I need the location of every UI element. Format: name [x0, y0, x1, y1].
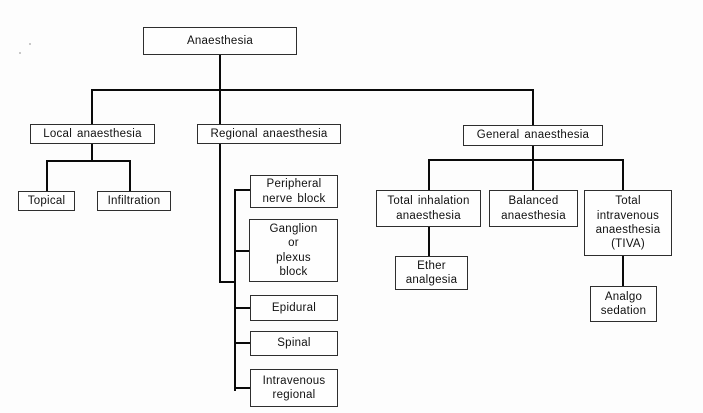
- node-label: Anaesthesia: [186, 34, 254, 47]
- connector-general-branch: [428, 159, 624, 161]
- node-infiltration: Infiltration: [97, 191, 171, 211]
- connector-drop-infiltration: [129, 160, 131, 192]
- connector-level1-branch: [91, 89, 534, 91]
- node-analgo-sedation: Analgo sedation: [590, 286, 657, 322]
- node-ganglion-plexus-block: Ganglion or plexus block: [249, 219, 338, 282]
- node-balanced-anaesthesia: Balanced anaesthesia: [489, 190, 578, 227]
- connector-tiva-to-analgo: [622, 255, 624, 287]
- connector-stub-iv-regional: [234, 387, 251, 389]
- node-local-anaesthesia: Local anaesthesia: [30, 124, 155, 144]
- node-label: Total intravenous anaesthesia (TIVA): [595, 195, 661, 251]
- node-label: Spinal: [277, 337, 311, 350]
- node-intravenous-regional: Intravenous regional: [250, 369, 338, 407]
- connector-local-branch: [46, 160, 131, 162]
- connector-root-drop: [219, 54, 221, 91]
- node-epidural: Epidural: [250, 295, 338, 321]
- node-regional-anaesthesia: Regional anaesthesia: [197, 124, 341, 144]
- node-tiva: Total intravenous anaesthesia (TIVA): [584, 190, 672, 256]
- connector-local-down: [91, 143, 93, 162]
- connector-drop-topical: [46, 160, 48, 192]
- connector-drop-local: [91, 89, 93, 125]
- connector-stub-ganglion: [234, 250, 251, 252]
- scan-speck: [19, 52, 21, 54]
- node-label: Epidural: [271, 301, 317, 314]
- connector-drop-balanced: [532, 159, 534, 191]
- connector-drop-regional: [219, 89, 221, 125]
- scan-speck: [29, 43, 31, 45]
- connector-general-down: [532, 145, 534, 161]
- node-label: Peripheral nerve block: [262, 178, 326, 205]
- node-total-inhalation-anaesthesia: Total inhalation anaesthesia: [376, 190, 481, 227]
- connector-stub-epidural: [234, 307, 251, 309]
- node-label: Ether analgesia: [405, 259, 458, 286]
- node-general-anaesthesia: General anaesthesia: [463, 125, 603, 146]
- node-label: General anaesthesia: [476, 129, 590, 142]
- connector-regional-jog: [219, 281, 236, 283]
- connector-regional-down: [219, 143, 221, 283]
- node-topical: Topical: [18, 191, 75, 211]
- node-spinal: Spinal: [250, 331, 338, 356]
- node-label: Local anaesthesia: [43, 127, 142, 140]
- connector-inhalation-to-ether: [428, 226, 430, 257]
- connector-drop-total-inhalation: [428, 159, 430, 191]
- node-label: Total inhalation anaesthesia: [387, 195, 470, 222]
- node-label: Infiltration: [107, 194, 161, 207]
- connector-stub-spinal: [234, 342, 251, 344]
- node-label: Analgo sedation: [600, 290, 647, 317]
- node-peripheral-nerve-block: Peripheral nerve block: [250, 175, 338, 208]
- node-label: Regional anaesthesia: [210, 127, 328, 140]
- connector-drop-general: [532, 89, 534, 126]
- node-label: Ganglion or plexus block: [269, 222, 318, 278]
- node-label: Intravenous regional: [262, 374, 326, 401]
- node-anaesthesia: Anaesthesia: [143, 27, 297, 55]
- node-label: Balanced anaesthesia: [501, 195, 566, 222]
- connector-drop-tiva: [622, 159, 624, 191]
- connector-regional-bracket: [234, 189, 236, 391]
- node-label: Topical: [27, 194, 66, 207]
- node-ether-analgesia: Ether analgesia: [395, 256, 468, 290]
- connector-stub-peripheral: [234, 189, 251, 191]
